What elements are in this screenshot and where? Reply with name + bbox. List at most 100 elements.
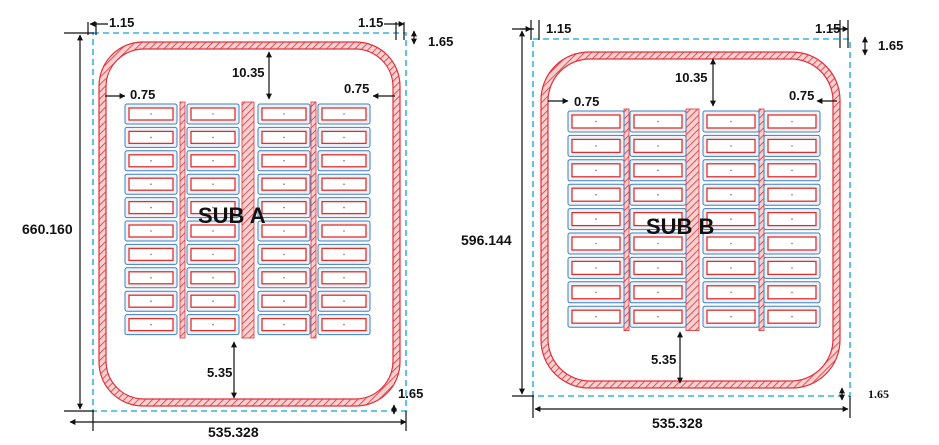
cell-dot <box>657 145 659 147</box>
cell-dot <box>283 253 285 256</box>
dim-top-right-a: 1.65 <box>428 34 453 49</box>
cell-dot <box>595 315 597 318</box>
cell-dot <box>283 160 285 162</box>
cell-dot <box>212 136 214 139</box>
cell-dot <box>730 315 732 318</box>
cell-dot <box>730 193 732 196</box>
dim-bottom-gap-a: 5.35 <box>207 365 232 380</box>
cell-dot <box>212 230 214 232</box>
cell-dot <box>595 242 597 245</box>
cell-dot <box>595 218 597 220</box>
cell-dot <box>730 145 732 147</box>
cell-dot <box>791 218 793 220</box>
cell-dot <box>150 323 152 326</box>
cell-dot <box>791 291 793 294</box>
dim-right-margin-b: 1.15 <box>815 21 840 36</box>
cell-dot <box>791 120 793 123</box>
dim-right-margin-a: 1.15 <box>358 15 383 30</box>
divider-strip <box>623 108 630 332</box>
dim-right-inner-a: 0.75 <box>344 81 369 96</box>
cell-dot <box>657 218 659 220</box>
cell-dot <box>283 136 285 139</box>
dim-bottom-gap-b: 5.35 <box>651 352 676 367</box>
cell-dot <box>657 120 659 123</box>
cell-dot <box>283 300 285 303</box>
cell-dot <box>283 323 285 326</box>
cell-dot <box>343 277 345 279</box>
cell-dot <box>343 323 345 326</box>
dim-right-inner-b: 0.75 <box>789 88 814 103</box>
cell-dot <box>791 242 793 245</box>
dim-height-b: 596.144 <box>461 232 512 248</box>
cell-dot <box>343 183 345 185</box>
cell-dot <box>730 242 732 245</box>
cell-dot <box>730 169 732 172</box>
cell-dot <box>791 193 793 196</box>
cell-dot <box>595 193 597 196</box>
cell-dot <box>730 218 732 220</box>
cell-dot <box>283 113 285 115</box>
cell-dot <box>343 206 345 209</box>
cell-dot <box>150 253 152 256</box>
dim-bottom-right-a: 1.65 <box>398 386 423 401</box>
dim-width-a: 535.328 <box>208 424 259 440</box>
dim-bottom-right-b: 1.65 <box>868 387 889 401</box>
dim-left-margin-a: 1.15 <box>109 15 134 30</box>
cell-dot <box>595 145 597 147</box>
cell-dot <box>657 242 659 245</box>
cell-dot <box>657 315 659 318</box>
cell-dot <box>595 120 597 123</box>
dim-top-gap-a: 10.35 <box>232 65 265 80</box>
cell-dot <box>791 145 793 147</box>
dim-left-margin-b: 1.15 <box>546 21 571 36</box>
cell-dot <box>595 267 597 269</box>
divider-strip <box>758 108 765 332</box>
cell-dot <box>730 291 732 294</box>
dim-left-inner-b: 0.75 <box>574 94 599 109</box>
dim-top-right-b: 1.65 <box>878 38 903 53</box>
cell-dot <box>343 113 345 115</box>
cell-grid-a <box>124 101 371 339</box>
cell-dot <box>343 253 345 256</box>
dim-top-gap-b: 10.35 <box>675 70 708 85</box>
cell-dot <box>343 230 345 232</box>
cell-dot <box>791 169 793 172</box>
title-sub-b: SUB B <box>646 214 714 239</box>
outline-dashed <box>532 38 851 397</box>
dim-width-b: 535.328 <box>652 415 703 431</box>
outline-dashed <box>92 32 407 412</box>
diagram-sub-b: SUB B 1.15 1.15 1.65 10.35 0.75 0.75 5.3… <box>461 20 903 431</box>
cell-dot <box>212 253 214 256</box>
cell-dot <box>212 160 214 162</box>
divider-strip <box>310 101 317 339</box>
cell-dot <box>595 291 597 294</box>
dim-left-inner-a: 0.75 <box>130 87 155 102</box>
cell-dot <box>657 291 659 294</box>
cell-dot <box>150 206 152 209</box>
cell-dot <box>730 267 732 269</box>
cell-dot <box>791 315 793 318</box>
cell-dot <box>212 300 214 303</box>
cell-dot <box>283 206 285 209</box>
cell-dot <box>150 113 152 115</box>
cell-dot <box>150 160 152 162</box>
cell-dot <box>657 267 659 269</box>
dim-height-a: 660.160 <box>22 221 73 237</box>
diagram-sub-a: SUB A 1.15 1.15 1.65 10.35 0.75 0.75 5.3… <box>22 15 453 440</box>
cell-dot <box>150 277 152 279</box>
cell-dot <box>150 136 152 139</box>
cell-dot <box>343 160 345 162</box>
cell-dot <box>283 277 285 279</box>
cell-dot <box>283 230 285 232</box>
cell-dot <box>212 206 214 209</box>
divider-strip <box>179 101 186 339</box>
cell-dot <box>595 169 597 172</box>
divider-strip <box>241 101 255 339</box>
cell-dot <box>283 183 285 185</box>
cell-dot <box>212 277 214 279</box>
cell-dot <box>343 136 345 139</box>
cell-dot <box>212 323 214 326</box>
cell-dot <box>212 113 214 115</box>
cell-dot <box>343 300 345 303</box>
